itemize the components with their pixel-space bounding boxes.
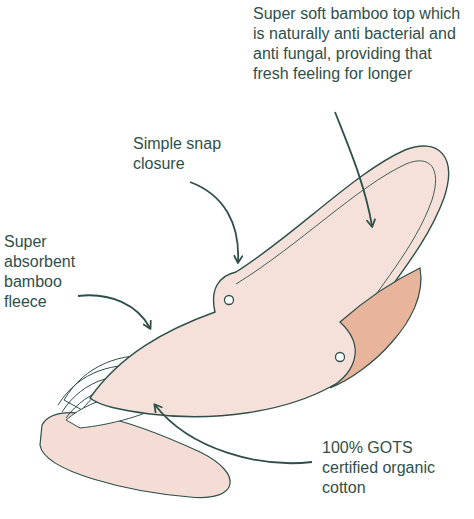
callout-label: 100% GOTS certified organic cotton xyxy=(322,438,470,498)
callout-label: Super absorbent bamboo fleece xyxy=(4,232,94,312)
pad-body xyxy=(90,146,449,417)
snap xyxy=(225,296,234,305)
leader-arrow xyxy=(155,405,312,463)
leader-arrow xyxy=(190,182,238,262)
callout-label: Super soft bamboo top which is naturally… xyxy=(253,4,469,84)
leader-arrow xyxy=(335,112,372,226)
snap xyxy=(336,353,345,362)
callout-label: Simple snap closure xyxy=(133,134,243,174)
wing xyxy=(330,268,421,388)
cotton-layer xyxy=(40,413,230,498)
leader-arrow xyxy=(78,295,150,328)
